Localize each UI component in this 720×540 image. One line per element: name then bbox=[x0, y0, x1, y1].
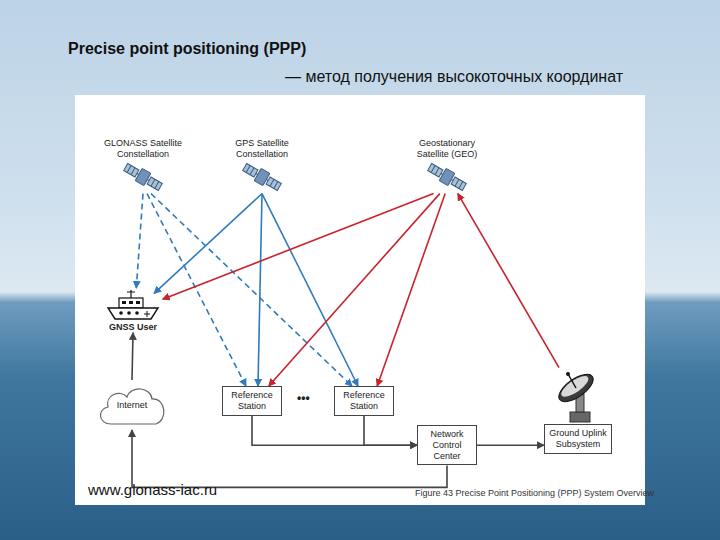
signal-arrow bbox=[132, 333, 133, 380]
node-label: GLONASS Satellite Constellation bbox=[103, 138, 183, 160]
signal-arrow bbox=[458, 194, 559, 368]
signal-arrow bbox=[151, 194, 352, 386]
gnss-user: GNSS User bbox=[100, 288, 166, 333]
signal-arrow bbox=[258, 194, 262, 386]
satellite-icon bbox=[425, 160, 469, 194]
signal-arrow bbox=[364, 416, 417, 446]
geo-satellite: Geostationary Satellite (GEO) bbox=[402, 138, 492, 194]
signal-arrow bbox=[377, 194, 445, 386]
ellipsis-mark: ••• bbox=[297, 391, 310, 405]
satellite-icon bbox=[121, 160, 165, 194]
ground-uplink: Ground Uplink Subsystem bbox=[544, 364, 612, 454]
satellite-constellation: GLONASS Satellite Constellation bbox=[103, 138, 183, 194]
signal-arrow bbox=[132, 430, 447, 487]
slide-title: Precise point positioning (PPP) bbox=[68, 40, 306, 58]
dish-antenna-icon bbox=[548, 364, 608, 424]
node-label: Ground Uplink Subsystem bbox=[548, 428, 608, 450]
node-label: Reference Station bbox=[226, 390, 278, 412]
node-label: Network Control Center bbox=[421, 429, 473, 461]
node-label: GNSS User bbox=[100, 322, 166, 333]
satellite-icon bbox=[240, 160, 284, 194]
signal-arrow bbox=[269, 194, 440, 386]
source-url: www.glonass-iac.ru bbox=[88, 481, 217, 498]
signal-arrow bbox=[477, 444, 544, 446]
ship-icon bbox=[105, 288, 161, 322]
figure-caption: Figure 43 Precise Point Positioning (PPP… bbox=[415, 488, 654, 498]
satellite-constellation: GPS Satellite Constellation bbox=[222, 138, 302, 194]
subtitle: — метод получения высокоточных координат bbox=[285, 68, 623, 86]
node-label: Reference Station bbox=[338, 390, 390, 412]
signal-arrow bbox=[136, 194, 143, 288]
uplink-box: Ground Uplink Subsystem bbox=[544, 424, 612, 454]
reference-station-box: Reference Station bbox=[222, 386, 282, 416]
internet-cloud: Internet bbox=[95, 380, 169, 430]
control-center-box: Network Control Center bbox=[417, 425, 477, 465]
node-label: Geostationary Satellite (GEO) bbox=[402, 138, 492, 160]
signal-arrow bbox=[154, 194, 262, 294]
node-label: GPS Satellite Constellation bbox=[222, 138, 302, 160]
signal-arrow bbox=[262, 194, 358, 386]
reference-station-box: Reference Station bbox=[334, 386, 394, 416]
signal-arrow bbox=[252, 416, 417, 446]
node-label: Internet bbox=[117, 400, 148, 411]
